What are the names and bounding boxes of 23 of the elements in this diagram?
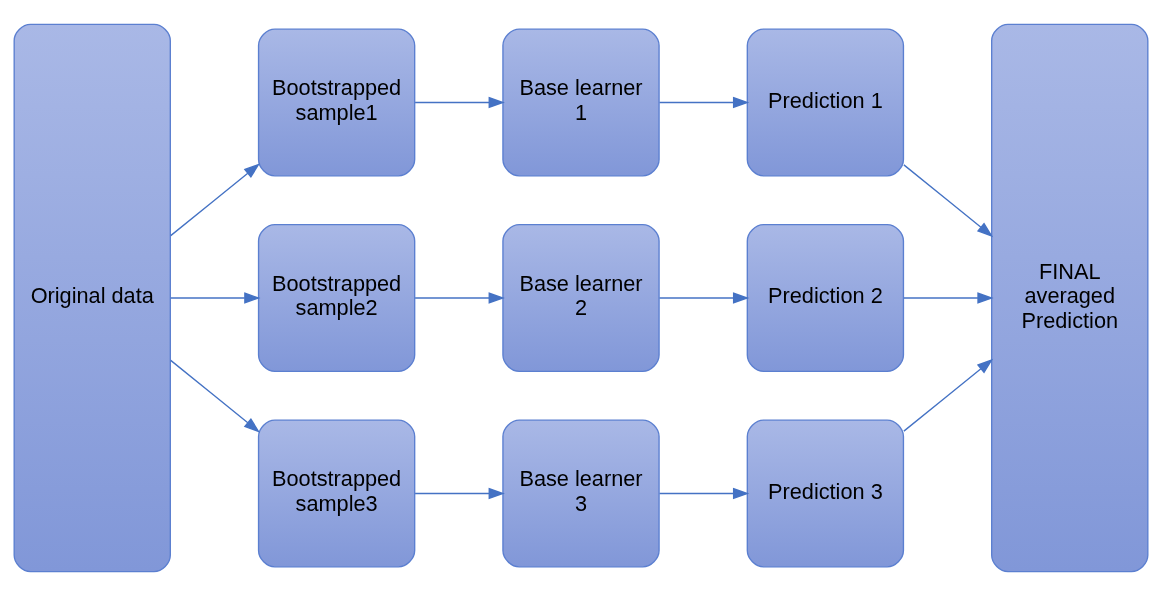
node-box: Base learner 3 [502, 419, 660, 567]
arrow [170, 291, 261, 304]
node-box: Prediction 3 [746, 419, 905, 567]
node-box: Bootstrapped sample3 [257, 419, 416, 567]
node-box: Original data [13, 23, 171, 572]
arrow [170, 359, 261, 433]
node-box: Prediction 2 [746, 223, 905, 372]
node-box: Bootstrapped sample2 [257, 223, 416, 372]
node-box: Prediction 1 [746, 28, 905, 176]
arrow [414, 291, 505, 304]
arrow [903, 291, 994, 304]
node-box: FINAL averaged Prediction [991, 23, 1149, 572]
arrow [658, 487, 750, 499]
node-box: Bootstrapped sample1 [257, 28, 416, 176]
node-box: Base learner 2 [502, 223, 660, 372]
arrow [903, 358, 994, 432]
arrow [414, 487, 505, 499]
arrow [658, 96, 750, 108]
arrow [658, 291, 750, 304]
node-box: Base learner 1 [502, 28, 660, 176]
arrow [414, 96, 505, 108]
arrow [170, 162, 261, 236]
arrow [903, 163, 994, 237]
